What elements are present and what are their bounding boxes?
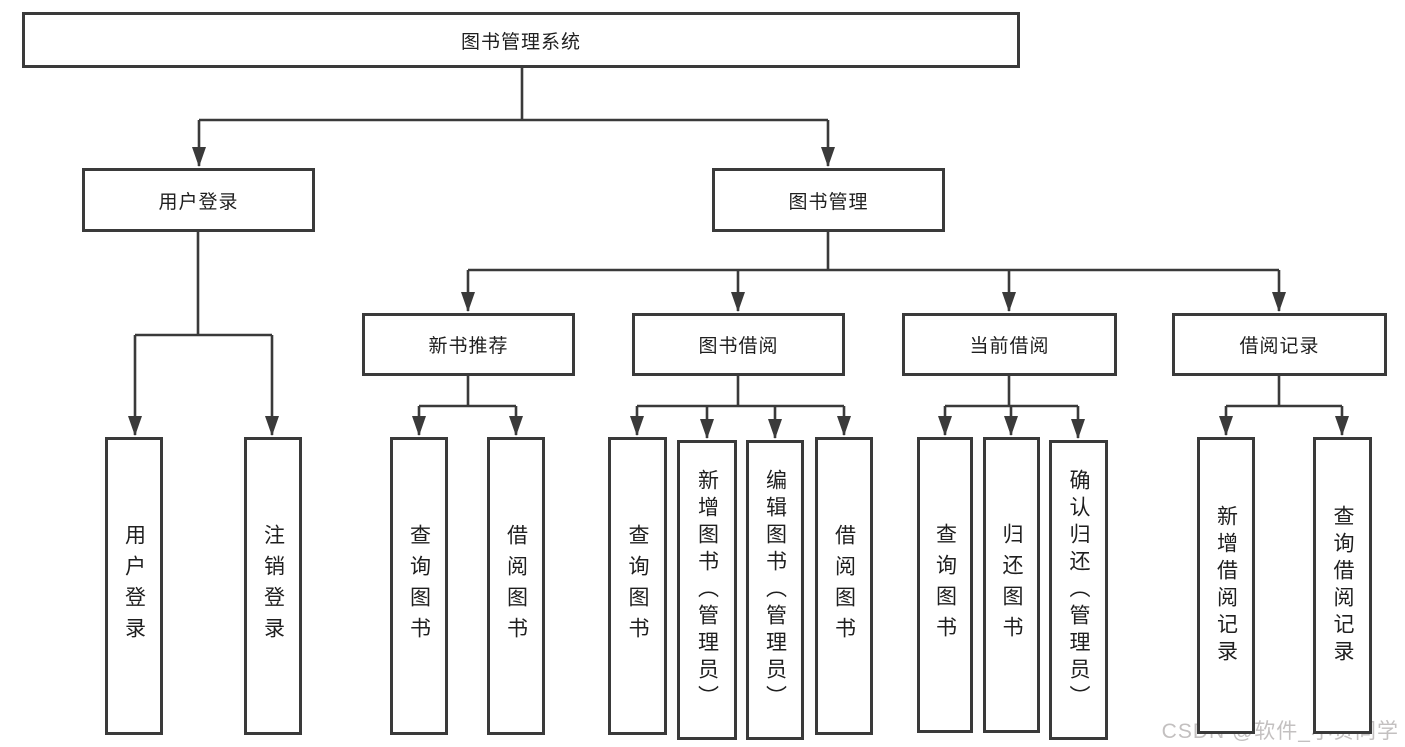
leaf-cb-search-books-label: 查询图书 xyxy=(933,523,957,647)
leaf-records-add-record-label: 新增借阅记录 xyxy=(1214,504,1238,667)
leaf-cb-return-books-label: 归还图书 xyxy=(1000,523,1023,647)
leaf-logout-label: 注销登录 xyxy=(261,524,285,648)
node-book-borrow-label: 图书借阅 xyxy=(698,336,779,357)
leaf-recommend-search-books: 查询图书 xyxy=(390,437,448,735)
leaf-bb-edit-books-admin: 编辑图书（管理员） xyxy=(746,440,804,740)
connector-bb-rail xyxy=(637,376,844,408)
node-root-system: 图书管理系统 xyxy=(22,12,1020,68)
connector-recommend-rail xyxy=(419,376,516,408)
leaf-records-search-record-label: 查询借阅记录 xyxy=(1331,504,1354,667)
node-book-manage: 图书管理 xyxy=(712,168,945,232)
leaf-bb-borrow-books: 借阅图书 xyxy=(815,437,873,735)
connector-cb-rail xyxy=(945,376,1078,408)
leaf-bb-search-books-label: 查询图书 xyxy=(626,524,649,648)
connector-login-rail xyxy=(135,232,272,337)
node-user-login-label: 用户登录 xyxy=(158,191,239,213)
leaf-recommend-borrow-books-label: 借阅图书 xyxy=(504,524,528,648)
node-new-book-recommend: 新书推荐 xyxy=(362,313,575,376)
leaf-bb-add-books-admin-label: 新增图书（管理员） xyxy=(695,468,719,712)
leaf-cb-confirm-return-admin: 确认归还（管理员） xyxy=(1049,440,1108,740)
leaf-cb-search-books: 查询图书 xyxy=(917,437,973,733)
leaf-recommend-borrow-books: 借阅图书 xyxy=(487,437,545,735)
node-current-borrow-label: 当前借阅 xyxy=(969,336,1050,357)
leaf-records-search-record: 查询借阅记录 xyxy=(1313,437,1372,734)
leaf-cb-return-books: 归还图书 xyxy=(983,437,1040,733)
node-root-system-label: 图书管理系统 xyxy=(460,31,581,53)
leaf-records-add-record: 新增借阅记录 xyxy=(1197,437,1255,734)
connector-manage-rail xyxy=(468,232,1279,272)
node-new-book-recommend-label: 新书推荐 xyxy=(428,336,509,357)
node-borrow-records: 借阅记录 xyxy=(1172,313,1387,376)
leaf-bb-search-books: 查询图书 xyxy=(608,437,667,735)
leaf-logout: 注销登录 xyxy=(244,437,302,735)
leaf-user-login-label: 用户登录 xyxy=(122,524,146,648)
leaf-bb-add-books-admin: 新增图书（管理员） xyxy=(677,440,737,740)
leaf-bb-borrow-books-label: 借阅图书 xyxy=(832,524,856,648)
node-current-borrow: 当前借阅 xyxy=(902,313,1117,376)
node-user-login: 用户登录 xyxy=(82,168,315,232)
leaf-cb-confirm-return-admin-label: 确认归还（管理员） xyxy=(1067,468,1090,712)
node-borrow-records-label: 借阅记录 xyxy=(1239,336,1320,357)
leaf-bb-edit-books-admin-label: 编辑图书（管理员） xyxy=(763,468,787,712)
connector-records-rail xyxy=(1226,376,1342,408)
leaf-recommend-search-books-label: 查询图书 xyxy=(407,524,431,648)
node-book-manage-label: 图书管理 xyxy=(788,191,869,213)
leaf-user-login: 用户登录 xyxy=(105,437,163,735)
connector-root-rail xyxy=(199,68,828,122)
node-book-borrow: 图书借阅 xyxy=(632,313,845,376)
